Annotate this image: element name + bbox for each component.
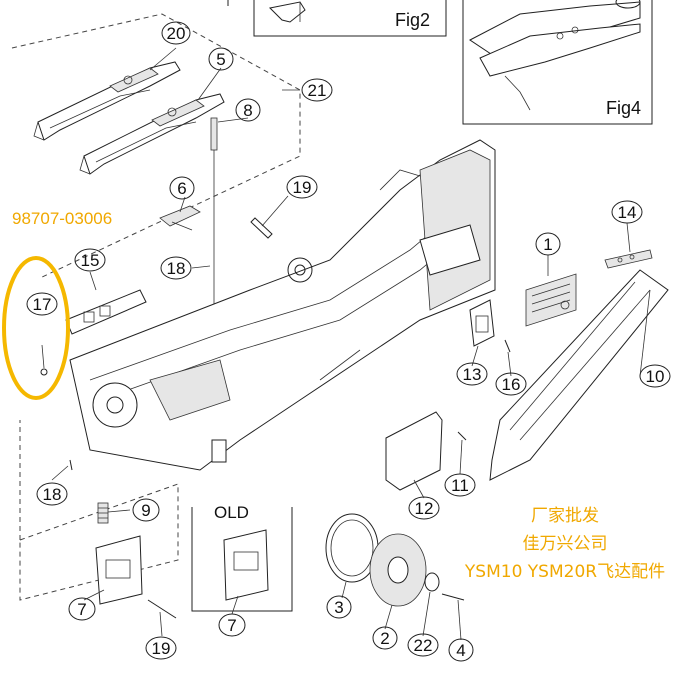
watermark-line3: YSM10 YSM20R飞达配件	[464, 562, 665, 582]
svg-text:6: 6	[177, 179, 186, 198]
leader-lines	[41, 47, 651, 641]
callout-3: 3	[326, 595, 352, 619]
screw-17	[40, 368, 48, 376]
bracket-7-old	[223, 529, 269, 601]
callout-7-old: 7	[218, 613, 246, 637]
old-inset	[191, 507, 293, 612]
watermark-line1: 厂家批发	[531, 506, 599, 526]
callout-19-upper: 19	[286, 175, 318, 199]
pin-19-lower	[147, 599, 177, 619]
bracket-7-lower	[95, 535, 143, 605]
highlight-circle	[2, 256, 70, 400]
pin-8	[210, 117, 218, 305]
fig4-label: Fig4	[606, 98, 641, 118]
feeder-arm-group-outline	[11, 13, 301, 279]
old-label: OLD	[214, 503, 249, 522]
svg-text:7: 7	[227, 616, 236, 635]
cover-15	[65, 289, 147, 335]
callout-19-lower: 19	[145, 636, 177, 660]
plate-12	[385, 411, 443, 491]
screw-18	[69, 459, 73, 471]
watermark-line2: 佳万兴公司	[523, 534, 608, 554]
callout-18-lower: 18	[36, 482, 68, 506]
gear-2	[369, 533, 427, 607]
washer-22	[424, 572, 440, 592]
svg-text:4: 4	[456, 641, 465, 660]
screw-11	[457, 431, 467, 441]
svg-text:11: 11	[451, 476, 469, 495]
part-13	[469, 299, 495, 347]
svg-text:18: 18	[43, 485, 62, 504]
svg-text:5: 5	[216, 50, 225, 69]
svg-text:20: 20	[167, 24, 186, 43]
svg-text:15: 15	[81, 251, 100, 270]
svg-text:1: 1	[543, 235, 552, 254]
callout-15: 15	[74, 248, 106, 272]
callout-11: 11	[444, 473, 476, 497]
callout-8: 8	[235, 98, 261, 122]
fig2-inset: Fig2	[253, 0, 447, 37]
svg-text:16: 16	[502, 375, 521, 394]
svg-text:17: 17	[33, 295, 52, 314]
svg-text:22: 22	[414, 636, 433, 655]
svg-text:14: 14	[618, 203, 637, 222]
callout-4: 4	[448, 638, 474, 662]
svg-text:10: 10	[646, 367, 665, 386]
callout-16: 16	[495, 372, 527, 396]
feeder-main-body	[69, 139, 496, 471]
callout-18-upper: 18	[160, 256, 192, 280]
strip-14	[604, 249, 653, 269]
pin-19-upper	[250, 217, 273, 239]
svg-text:19: 19	[152, 639, 171, 658]
callout-9: 9	[132, 498, 160, 522]
svg-text:18: 18	[167, 259, 186, 278]
spring-9	[97, 502, 109, 524]
lower-group-outline	[19, 483, 179, 601]
part-6	[159, 205, 201, 231]
callout-17: 17	[26, 292, 58, 316]
feeder-arm-5	[79, 93, 225, 175]
callout-2: 2	[372, 626, 398, 650]
fig2-label: Fig2	[395, 10, 430, 30]
screw-4	[441, 593, 465, 601]
callout-13: 13	[456, 362, 488, 386]
callout-1: 1	[535, 232, 561, 256]
callout-22: 22	[407, 633, 439, 657]
screw-16	[504, 339, 511, 353]
callout-5: 5	[208, 47, 234, 71]
callout-6: 6	[169, 176, 195, 200]
svg-text:2: 2	[380, 629, 389, 648]
cover-10	[489, 269, 669, 481]
callout-21: 21	[301, 78, 333, 102]
svg-text:13: 13	[463, 365, 482, 384]
svg-text:7: 7	[77, 600, 86, 619]
svg-text:19: 19	[293, 178, 312, 197]
callout-10: 10	[639, 364, 671, 388]
label-plate-1	[525, 273, 577, 327]
svg-text:9: 9	[141, 501, 150, 520]
callout-20: 20	[161, 21, 191, 45]
feeder-arm-20	[33, 61, 181, 141]
fig4-inset: Fig4	[462, 0, 653, 125]
callout-14: 14	[611, 200, 643, 224]
part-number-annotation: 98707-03006	[12, 209, 112, 228]
callout-7-lower: 7	[68, 597, 96, 621]
callout-12: 12	[408, 496, 440, 520]
svg-text:12: 12	[415, 499, 434, 518]
svg-text:21: 21	[308, 81, 327, 100]
svg-text:8: 8	[243, 101, 252, 120]
svg-text:3: 3	[334, 598, 343, 617]
